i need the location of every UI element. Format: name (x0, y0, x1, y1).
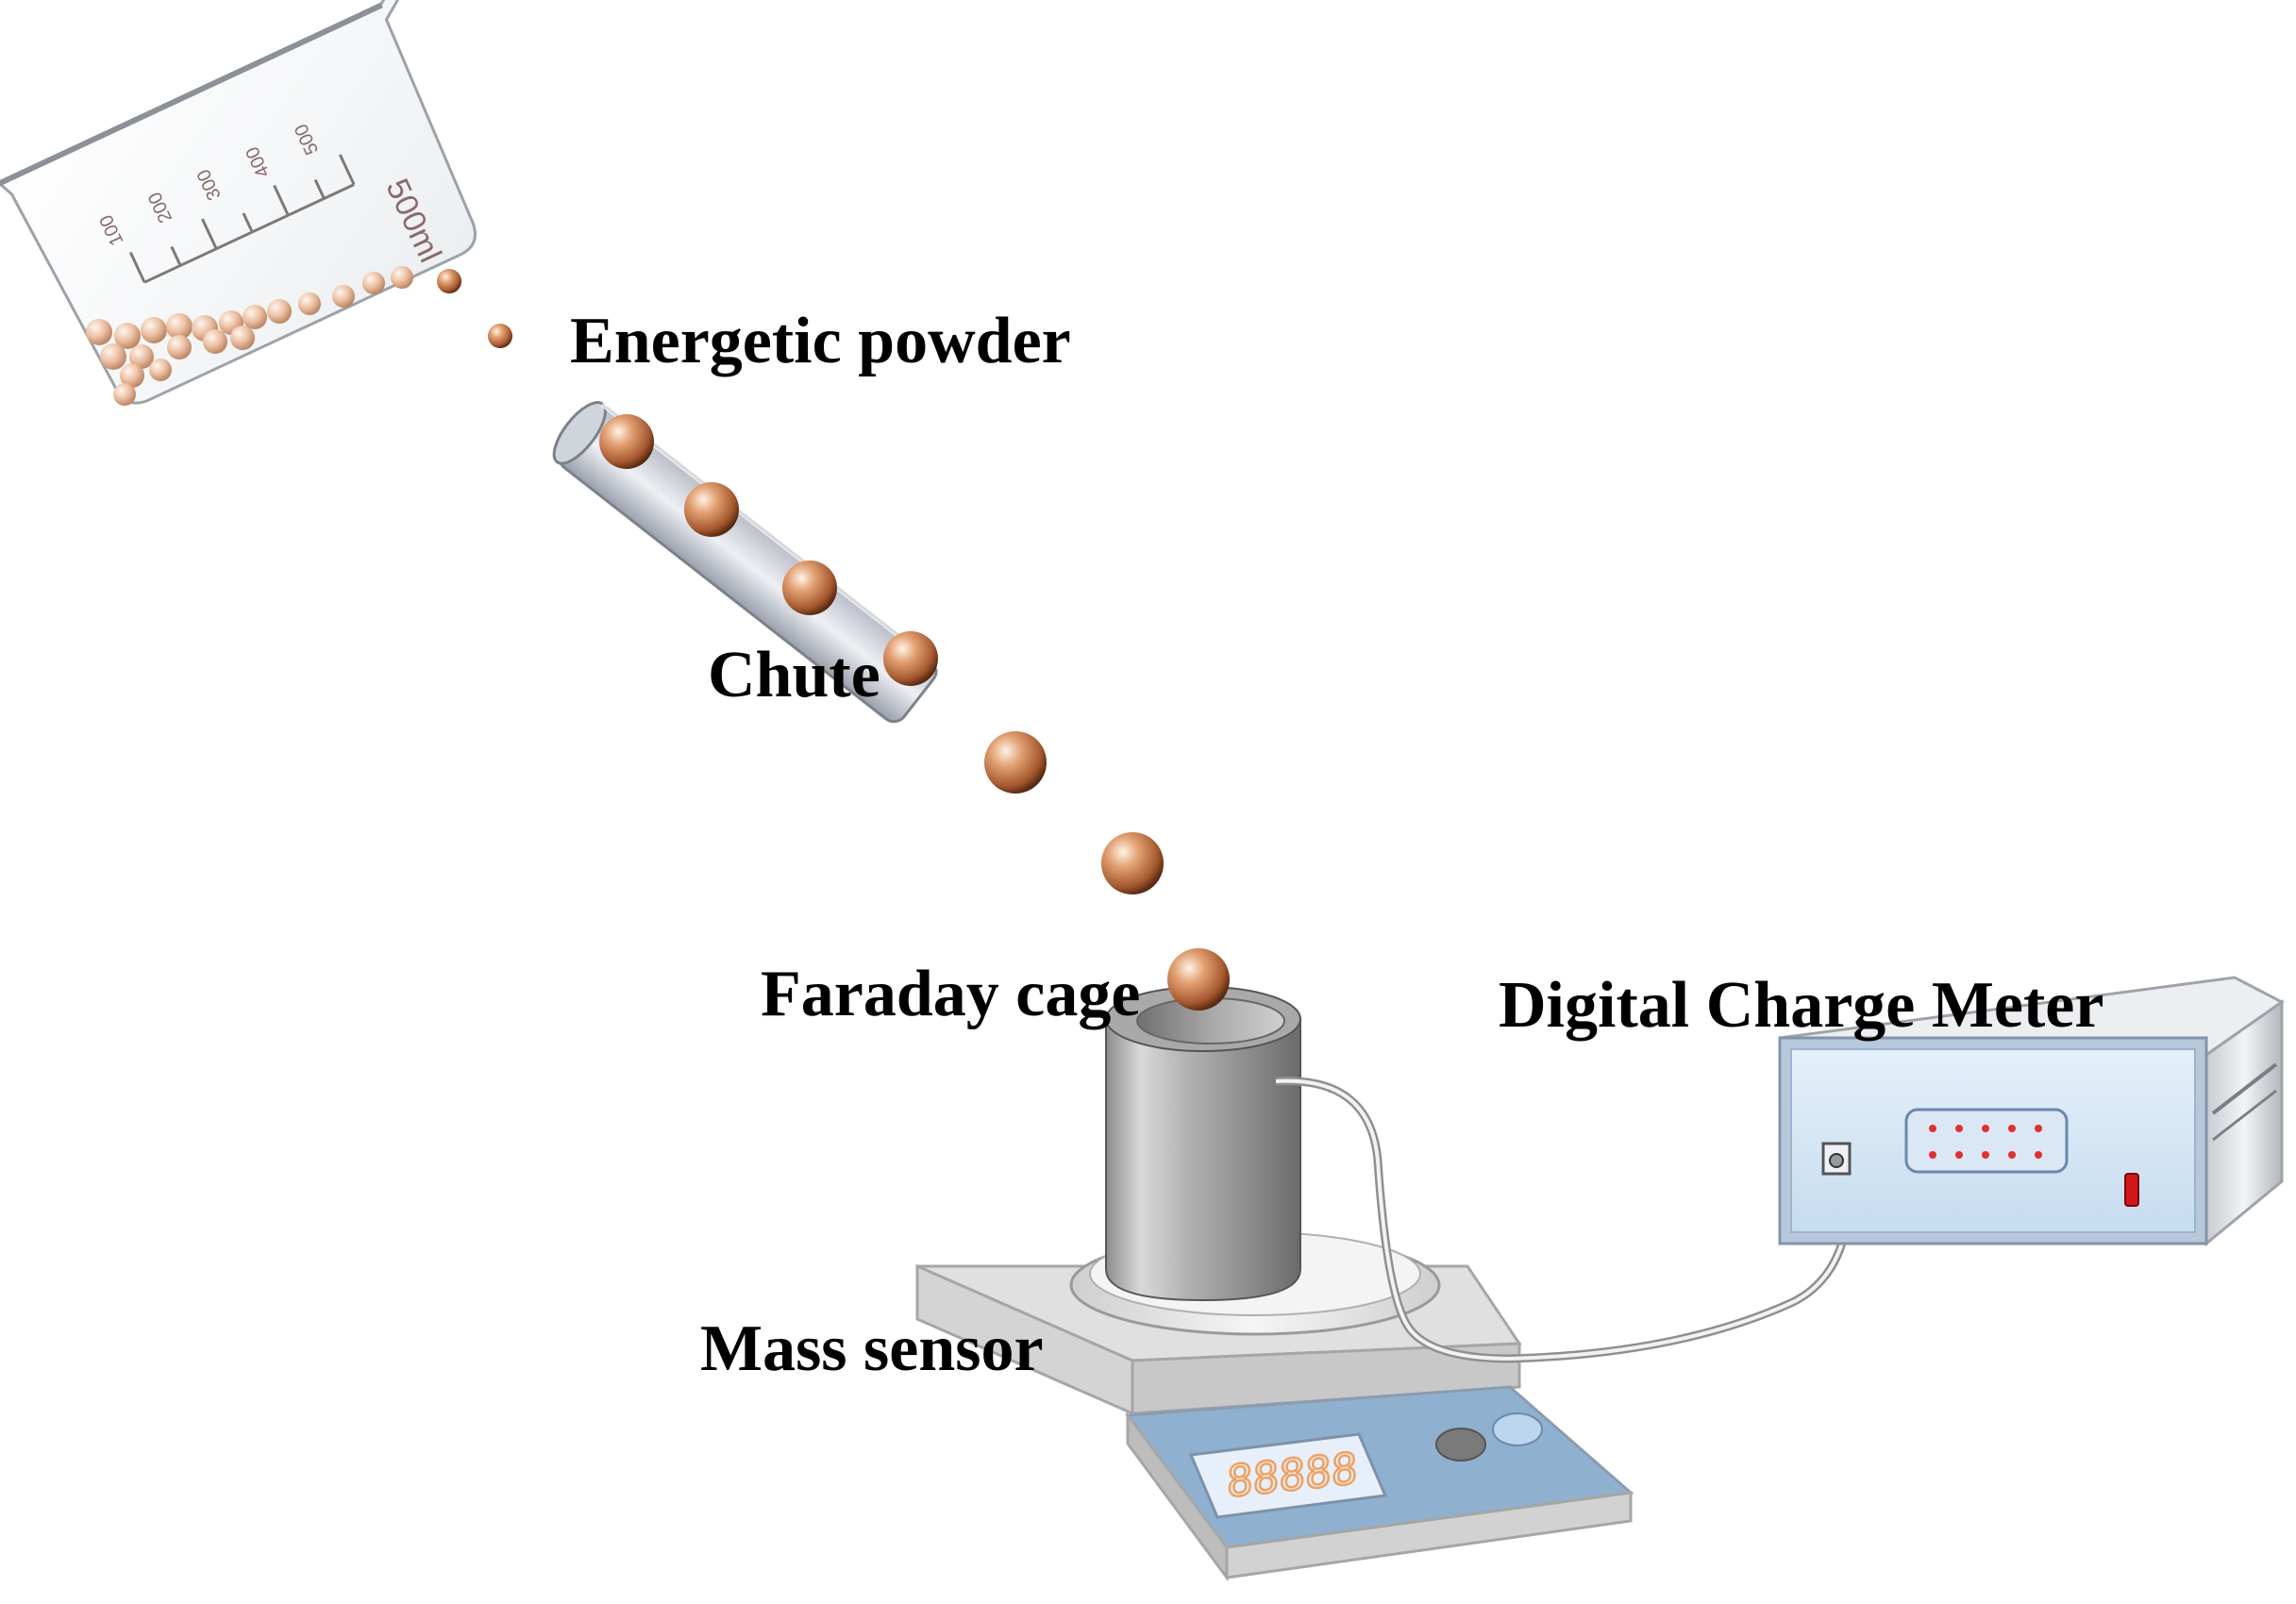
label-mass-sensor: Mass sensor (700, 1312, 1044, 1385)
faraday-cage (1105, 986, 1301, 1302)
falling-particles (984, 731, 1164, 894)
scale-tare-button[interactable] (1435, 1428, 1486, 1462)
chute-particles (599, 414, 938, 686)
label-chute: Chute (708, 639, 880, 711)
particle-entering-cage (1167, 948, 1230, 1011)
beaker: 100 200 300 400 500 500ml (0, 0, 477, 405)
meter-power-switch[interactable] (2124, 1173, 2139, 1207)
chute (552, 401, 944, 724)
beaker-particles (86, 266, 512, 406)
beaker-rim (0, 2, 383, 189)
beaker-graduations (128, 154, 356, 284)
label-faraday-cage: Faraday cage (761, 958, 1140, 1030)
meter-indicator-panel (1904, 1108, 2069, 1174)
mass-sensor: 88888 (915, 1231, 1634, 1582)
label-energetic-powder: Energetic powder (570, 305, 1071, 377)
label-digital-charge-meter: Digital Charge Meter (1499, 969, 2103, 1042)
digital-charge-meter (1778, 976, 2285, 1247)
scale-power-button[interactable] (1492, 1412, 1543, 1446)
scale-display (1188, 1432, 1388, 1519)
meter-indicator-lights (1929, 1125, 2042, 1159)
